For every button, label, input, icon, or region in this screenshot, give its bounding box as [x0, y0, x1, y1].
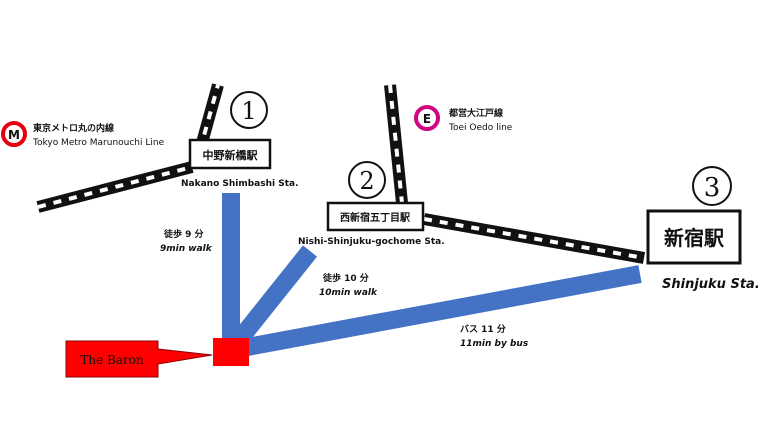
route-label-bus-shinjuku: バス 11 分 11min by bus [460, 323, 529, 349]
route-time-en: 11min by bus [460, 339, 529, 349]
station-number: 2 [359, 167, 374, 195]
station-number-circle [230, 91, 268, 129]
station-name-en: Shinjuku Sta. [662, 277, 760, 292]
station-shinjuku: 新宿駅 Shinjuku Sta. 3 [646, 166, 760, 292]
route-time-jp: 徒歩 9 分 [163, 228, 204, 240]
line-legend-oedo: E 都営大江戸線 Toei Oedo line [414, 105, 513, 133]
station-name-jp: 中野新橋駅 [203, 148, 258, 162]
rail-tracks [36, 83, 646, 264]
marunouchi-track-branch-west [36, 161, 194, 213]
marunouchi-name-jp: 東京メトロ丸の内線 [33, 122, 114, 134]
route-time-en: 9min walk [160, 244, 213, 254]
route-time-jp: バス 11 分 [460, 323, 506, 335]
route-time-en: 10min walk [319, 288, 378, 298]
oedo-track-north [384, 84, 408, 204]
line-legend-marunouchi: M 東京メトロ丸の内線 Tokyo Metro Marunouchi Line [1, 121, 165, 148]
station-number-circle [692, 166, 732, 206]
marunouchi-name-en: Tokyo Metro Marunouchi Line [32, 138, 165, 148]
station-box [326, 201, 425, 232]
oedo-line-icon [414, 105, 440, 131]
route-paths [222, 193, 642, 359]
destination-group: The Baron [65, 338, 249, 378]
marunouchi-line-icon [1, 121, 27, 147]
oedo-icon-letter: E [423, 112, 431, 126]
station-number-circle [348, 161, 386, 199]
station-number: 3 [704, 173, 721, 203]
station-box [646, 209, 742, 265]
route-bus-shinjuku [229, 265, 642, 359]
destination-label: The Baron [80, 353, 144, 367]
oedo-track-east [422, 213, 646, 264]
destination-marker [213, 338, 249, 366]
route-label-walk-nishishinjuku: 徒歩 10 分 10min walk [319, 272, 378, 298]
station-name-jp: 新宿駅 [664, 226, 724, 250]
station-nakano-shimbashi: 中野新橋駅 Nakano Shimbashi Sta. 1 [181, 91, 299, 189]
station-number: 1 [241, 97, 256, 125]
station-box [188, 138, 272, 170]
oedo-name-en: Toei Oedo line [448, 123, 513, 133]
route-walk-nishishinjuku [223, 245, 318, 356]
destination-callout [65, 340, 213, 378]
oedo-name-jp: 都営大江戸線 [448, 107, 503, 119]
marunouchi-icon-letter: M [8, 128, 20, 142]
route-label-walk-nakano: 徒歩 9 分 9min walk [160, 228, 213, 254]
station-name-en: Nishi-Shinjuku-gochome Sta. [298, 237, 445, 247]
route-time-jp: 徒歩 10 分 [322, 272, 369, 284]
station-name-en: Nakano Shimbashi Sta. [181, 179, 299, 189]
station-nishi-shinjuku-gochome: 西新宿五丁目駅 Nishi-Shinjuku-gochome Sta. 2 [298, 161, 445, 247]
station-name-jp: 西新宿五丁目駅 [340, 211, 411, 224]
